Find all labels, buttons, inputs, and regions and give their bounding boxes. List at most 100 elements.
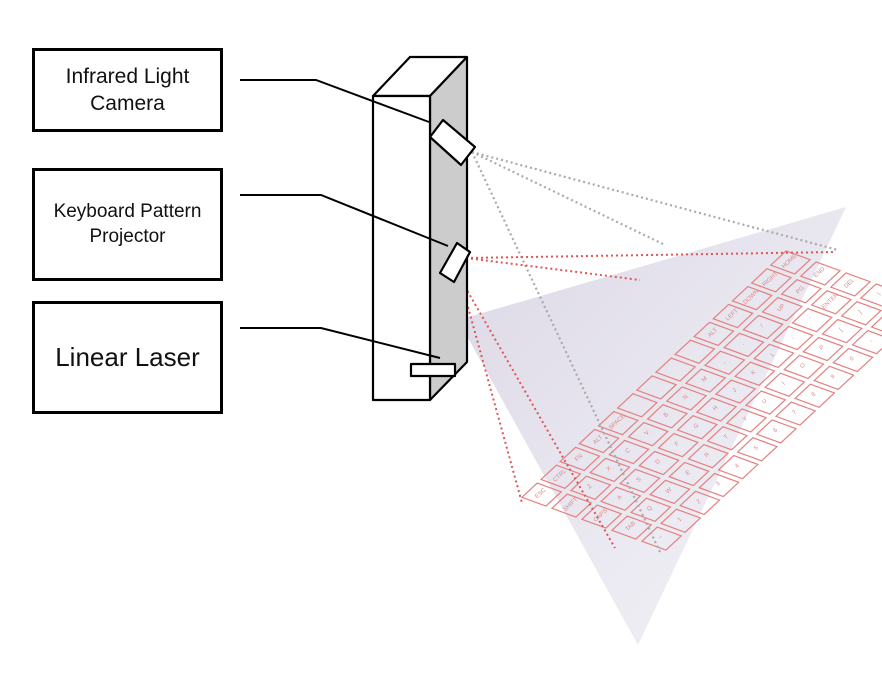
keyboard-key <box>578 428 620 454</box>
keyboard-key <box>723 332 765 358</box>
keyboard-key-legend: Z <box>587 483 594 490</box>
keyboard-key <box>725 408 768 433</box>
keyboard-key-legend: ; <box>790 334 796 340</box>
keyboard-key <box>693 321 735 347</box>
keyboard-key-legend: . <box>741 341 747 347</box>
keyboard-key <box>761 296 803 322</box>
keyboard-key-legend: DEL <box>843 277 856 290</box>
keyboard-key <box>649 479 691 505</box>
keyboard-key-legend: 0 <box>849 355 856 362</box>
keyboard-key-legend: 6 <box>772 427 779 434</box>
keyboard-key <box>679 490 721 516</box>
keyboard-key <box>569 475 612 500</box>
keyboard-key <box>599 486 642 511</box>
keyboard-key <box>673 339 716 364</box>
keyboard-key-legend: 5 <box>753 445 760 452</box>
sensor-device <box>371 55 477 402</box>
keyboard-key <box>763 372 806 397</box>
keyboard-key <box>654 357 697 382</box>
keyboard-key <box>520 482 563 507</box>
camera-leader-line <box>240 79 430 123</box>
keyboard-key-legend: ALT <box>707 327 719 339</box>
projector-beam-rays <box>459 251 836 549</box>
keyboard-key <box>706 426 749 451</box>
keyboard-key-legend: I <box>781 381 787 387</box>
keyboard-key <box>717 454 759 480</box>
keyboard-key <box>597 410 639 436</box>
keyboard-key-legend: 4 <box>734 463 741 470</box>
keyboard-projector-module <box>438 241 472 284</box>
keyboard-key <box>635 375 678 400</box>
keyboard-key <box>780 279 823 304</box>
keyboard-key-legend: [ <box>839 327 845 333</box>
keyboard-key <box>753 343 795 369</box>
keyboard-key <box>832 347 874 373</box>
keyboard-key-legend: ' <box>809 317 814 322</box>
keyboard-key-legend: 1 <box>677 516 684 523</box>
keyboard-key <box>742 314 784 340</box>
keyboard-key-legend: ENTER <box>821 292 840 311</box>
keyboard-key-legend: ESC <box>534 487 548 500</box>
infrared-light-camera-label-box: Infrared Light Camera <box>32 48 223 132</box>
laser-leader-line <box>240 327 441 359</box>
keyboard-key <box>610 515 653 540</box>
keyboard-key-legend: G <box>693 423 701 431</box>
keyboard-key-legend: , <box>721 359 727 365</box>
keyboard-key <box>810 290 853 315</box>
keyboard-key <box>665 386 708 411</box>
keyboard-key <box>840 301 882 326</box>
keyboard-key-legend: O <box>799 362 807 370</box>
keyboard-key <box>733 361 776 386</box>
keyboard-key-legend: B <box>663 412 670 419</box>
keyboard-key <box>646 404 689 429</box>
keyboard-key-legend: U <box>761 398 768 405</box>
keyboard-key <box>772 325 814 351</box>
keyboard-key-legend: S <box>636 477 643 484</box>
keyboard-key <box>802 336 844 362</box>
keyboard-key-legend: PG <box>795 285 806 296</box>
keyboard-key <box>799 261 842 286</box>
keyboard-key <box>703 350 746 375</box>
keyboard-key-legend: ] <box>858 310 864 316</box>
keyboard-key <box>813 365 855 391</box>
projector-label-line-2: Projector <box>89 225 166 247</box>
keyboard-key <box>783 354 825 380</box>
keyboard-key <box>791 307 833 333</box>
keyboard-key-legend: V <box>644 430 651 437</box>
keyboard-key-legend: J <box>732 388 738 394</box>
keyboard-key-legend: \ <box>877 292 882 298</box>
linear-laser-label-box: Linear Laser <box>32 301 223 414</box>
keyboard-key-legend: 7 <box>792 409 799 416</box>
keyboard-key-legend: 3 <box>715 480 722 487</box>
keyboard-key <box>657 432 699 458</box>
keyboard-key-legend: ~ <box>658 534 665 541</box>
keyboard-key <box>774 401 817 426</box>
keyboard-key <box>859 283 882 307</box>
linear-laser-module <box>409 362 457 378</box>
keyboard-key <box>755 419 798 444</box>
keyboard-key-legend: R <box>704 451 712 459</box>
device-front-face <box>371 94 432 402</box>
keyboard-key <box>550 493 593 518</box>
camera-label-line-1: Infrared Light <box>65 64 190 88</box>
keyboard-key <box>619 468 661 494</box>
keyboard-key <box>629 497 672 522</box>
keyboard-key-legend: / <box>760 323 766 329</box>
keyboard-key-legend: UP <box>776 303 786 313</box>
infrared-camera-module <box>428 118 477 167</box>
keyboard-key <box>608 439 650 465</box>
keyboard-key-legend: L <box>770 351 777 358</box>
keyboard-key <box>793 383 836 408</box>
keyboard-key-legend: Y <box>742 416 749 423</box>
keyboard-key <box>769 250 812 275</box>
keyboard-key <box>676 415 719 440</box>
keyboard-key-legend: D <box>655 458 663 466</box>
projector-leader-line <box>240 194 449 247</box>
keyboard-key-legend: P <box>819 345 826 352</box>
keyboard-key-legend: A <box>617 494 624 501</box>
keyboard-key <box>851 329 882 355</box>
keyboard-key-legend: 2 <box>696 498 703 505</box>
keyboard-key-legend: X <box>606 466 613 473</box>
keyboard-key <box>638 450 680 476</box>
